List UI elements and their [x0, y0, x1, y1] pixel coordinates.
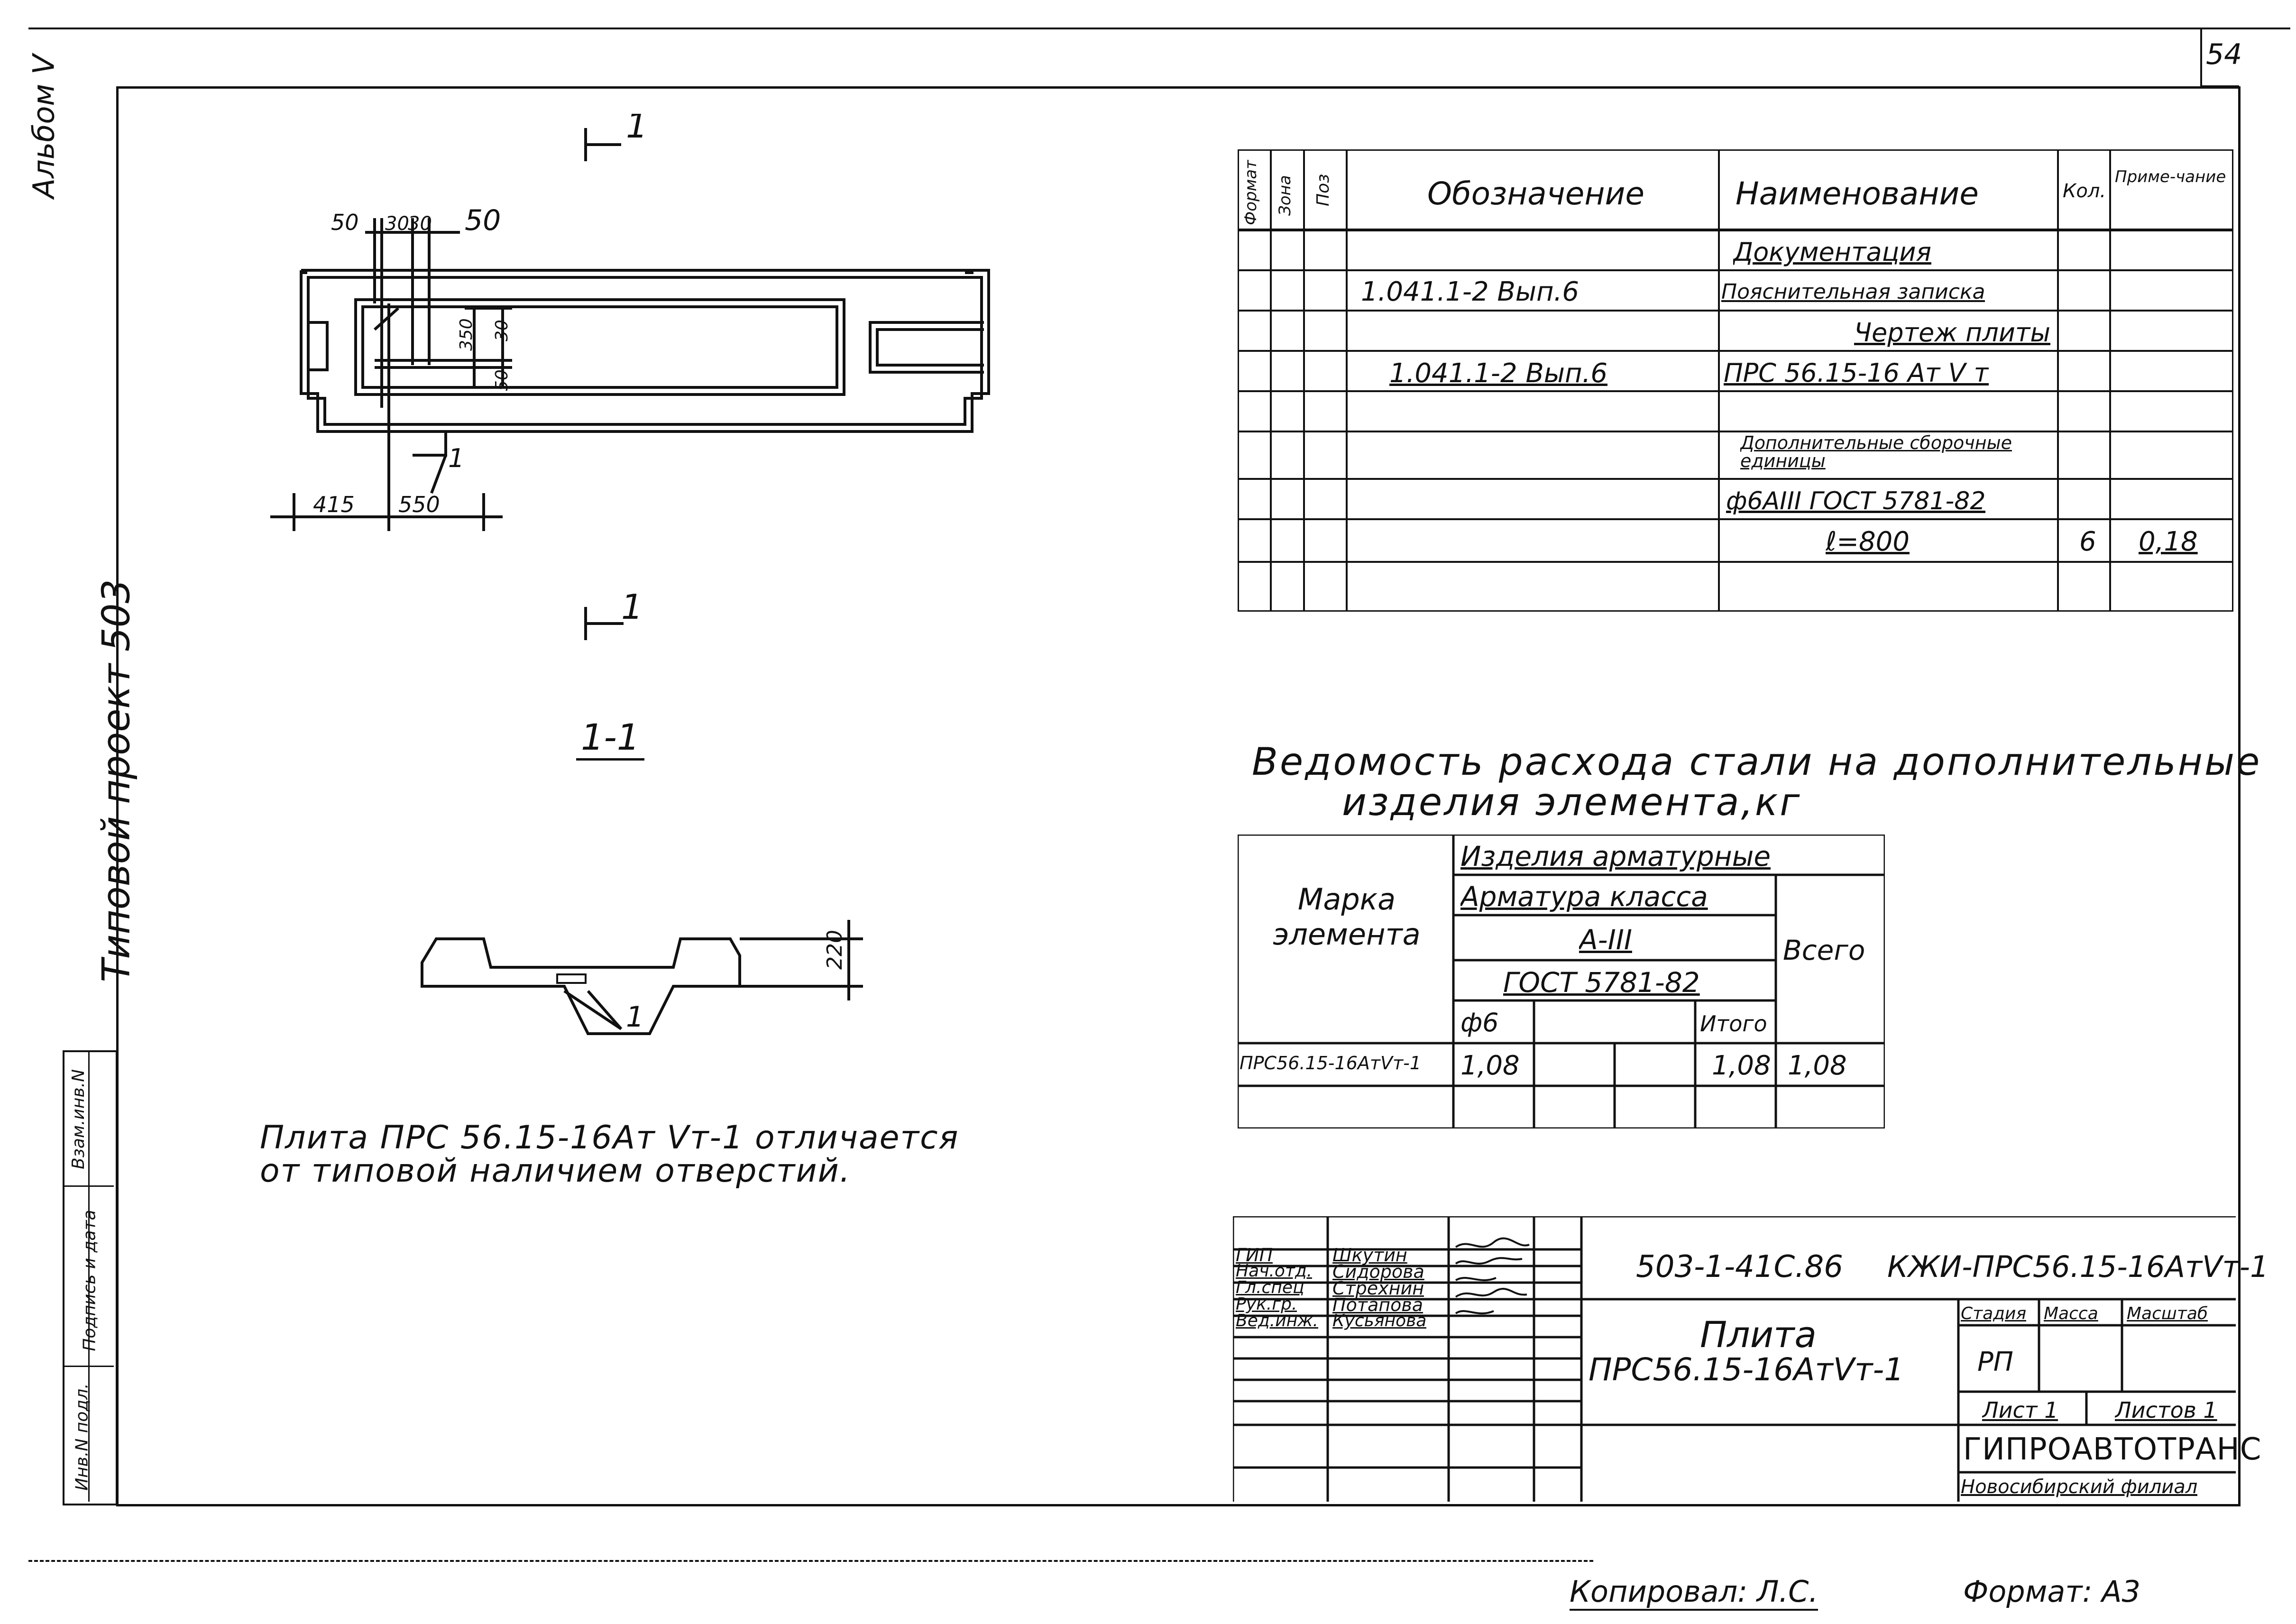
- project-label: Типовой проект 503: [94, 579, 138, 982]
- steel-mark-header: Марка элемента: [1273, 882, 1421, 952]
- spec-row-2-name: Пояснительная записка: [1721, 280, 1985, 304]
- section-title: 1-1: [576, 716, 645, 761]
- spec-row-3-name: Чертеж плиты: [1854, 318, 2051, 348]
- tb-sheets-label: Листов 1: [2115, 1397, 2217, 1423]
- inv-label: Инв.N подл.: [72, 1383, 92, 1491]
- tb-org: ГИПРОАВТОТРАНС: [1963, 1432, 2262, 1467]
- section-leader-label: 1: [626, 1000, 644, 1034]
- side-stamp-box: [63, 1050, 118, 1505]
- tb-signatures: [1455, 1237, 1530, 1314]
- tb-role-1: ГИП: [1236, 1245, 1273, 1266]
- sign-label: Подпись и дата: [80, 1210, 100, 1351]
- steel-row-f6: 1,08: [1460, 1050, 1520, 1081]
- plan-leader-label: 1: [448, 443, 464, 473]
- tb-code: 503-1-41С.86: [1636, 1249, 1843, 1285]
- dim-top-1: 50: [331, 210, 359, 235]
- steel-row-mark: ПРС56.15-16АтVт-1: [1240, 1053, 1422, 1073]
- tb-name-line-2: ПРС56.15-16АтVт-1: [1589, 1351, 1904, 1388]
- section-drawing: 220 1: [421, 920, 863, 1035]
- inner-frame: [116, 86, 2241, 1506]
- dim-bottom-2: 550: [398, 492, 440, 517]
- tb-branch: Новосибирский филиал: [1961, 1476, 2198, 1498]
- spec-row-8-note: 0,18: [2139, 526, 2198, 557]
- steel-col-f6: ф6: [1460, 1008, 1499, 1037]
- steel-row-vsego: 1,08: [1788, 1050, 1847, 1081]
- tb-scale-label: Масштаб: [2127, 1304, 2208, 1323]
- steel-table: Марка элемента Изделия арматурные Армату…: [1238, 835, 1885, 1129]
- tb-mass-label: Масса: [2044, 1304, 2098, 1323]
- steel-title-line-1: Ведомость расхода стали на дополнительны…: [1252, 740, 2262, 784]
- footer-dashes: [28, 1560, 1593, 1562]
- tb-name-2: Сидорова: [1332, 1261, 1424, 1282]
- plan-section-mark-top: 1: [626, 114, 648, 146]
- dim-top-3: 30: [408, 213, 432, 235]
- dim-top-2: 30: [385, 213, 409, 235]
- tb-stage-label: Стадия: [1961, 1304, 2027, 1323]
- steel-col-itogo: Итого: [1700, 1011, 1767, 1037]
- spec-row-4-designation: 1.041.1-2 Вып.6: [1389, 358, 1608, 389]
- tb-name-5: Кусьянова: [1332, 1311, 1427, 1330]
- steel-col-vsego: Всего: [1783, 934, 1865, 966]
- section-mark-lower: 1: [584, 588, 643, 640]
- top-border-line: [28, 28, 2290, 29]
- spec-header-designation: Обозначение: [1427, 175, 1644, 212]
- steel-row-itogo: 1,08: [1712, 1050, 1771, 1081]
- spec-row-1-name: Документация: [1733, 237, 1931, 267]
- spec-header-qty: Кол.: [2063, 180, 2106, 202]
- tb-role-3: Гл.спец: [1236, 1278, 1304, 1297]
- dim-top-4: 50: [465, 204, 501, 237]
- spec-row-4-name: ПРС 56.15-16 Ат V т: [1724, 358, 1989, 388]
- title-block: ГИП Шкутин Нач.отд. Сидорова Гл.спец Стр…: [1233, 1216, 2269, 1502]
- dim-right-1: 350: [457, 318, 476, 351]
- dim-right-3: 50: [492, 369, 512, 391]
- spec-header-pos: Поз: [1313, 174, 1333, 206]
- tb-name-4: Потапова: [1332, 1294, 1424, 1315]
- spec-header-zone: Зона: [1276, 175, 1295, 216]
- section-height-dim: 220: [823, 930, 847, 970]
- steel-title-line-2: изделия элемента,кг: [1342, 780, 1802, 824]
- spec-header-name: Наименование: [1736, 175, 1979, 212]
- tb-role-5: Вед.инж.: [1236, 1311, 1318, 1330]
- tb-role-2: Нач.отд.: [1236, 1261, 1313, 1281]
- page-number: 54: [2206, 38, 2242, 71]
- tb-doc-code: КЖИ-ПРС56.15-16АтVт-1: [1887, 1249, 2269, 1284]
- side-stamp-sep1: [63, 1185, 114, 1187]
- steel-gost: ГОСТ 5781-82: [1503, 966, 1700, 999]
- side-stamp-sep2: [63, 1366, 114, 1367]
- tb-name-line-1: Плита: [1700, 1313, 1817, 1356]
- vzam-label: Взам.инв.N: [69, 1069, 89, 1170]
- album-label: Альбом V: [26, 54, 61, 199]
- footer-copied: Копировал: Л.С.: [1570, 1574, 1818, 1611]
- dim-bottom-1: 415: [313, 492, 355, 517]
- tb-sheet-label: Лист 1: [1982, 1397, 2058, 1423]
- spec-row-7-name: ф6АIII ГОСТ 5781-82: [1726, 487, 1986, 515]
- steel-class-header: Арматура класса: [1460, 881, 1708, 913]
- spec-row-2-designation: 1.041.1-2 Вып.6: [1361, 276, 1580, 307]
- tb-stage: РП: [1977, 1347, 2013, 1377]
- spec-table: Формат Зона Поз Обозначение Наименование…: [1238, 149, 2233, 612]
- spec-row-8-qty: 6: [2079, 526, 2096, 557]
- tb-role-4: Рук.гр.: [1236, 1294, 1297, 1314]
- steel-class-value: А-III: [1579, 924, 1632, 956]
- note-line-2: от типовой наличием отверстий.: [260, 1152, 851, 1190]
- spec-header-note: Приме-чание: [2115, 168, 2226, 186]
- dim-right-2: 30: [492, 320, 512, 341]
- spec-header-format: Формат: [1241, 160, 1260, 225]
- page-number-box: [2200, 29, 2239, 87]
- steel-group-header: Изделия арматурные: [1460, 840, 1771, 872]
- svg-text:1: 1: [621, 588, 643, 627]
- spec-row-6-name: Дополнительные сборочные единицы: [1740, 434, 2012, 470]
- footer-format: Формат: А3: [1963, 1574, 2140, 1609]
- plan-view-drawing: 1 50 30 30 50 350 30 50 415 550 1: [270, 114, 990, 531]
- spec-row-8-name: ℓ=800: [1826, 526, 1910, 557]
- tb-name-1: Шкутин: [1332, 1245, 1407, 1266]
- note-line-1: Плита ПРС 56.15-16Ат Vт-1 отличается: [260, 1119, 959, 1156]
- tb-name-3: Стрехнин: [1332, 1278, 1424, 1299]
- side-stamp-divider: [88, 1050, 90, 1502]
